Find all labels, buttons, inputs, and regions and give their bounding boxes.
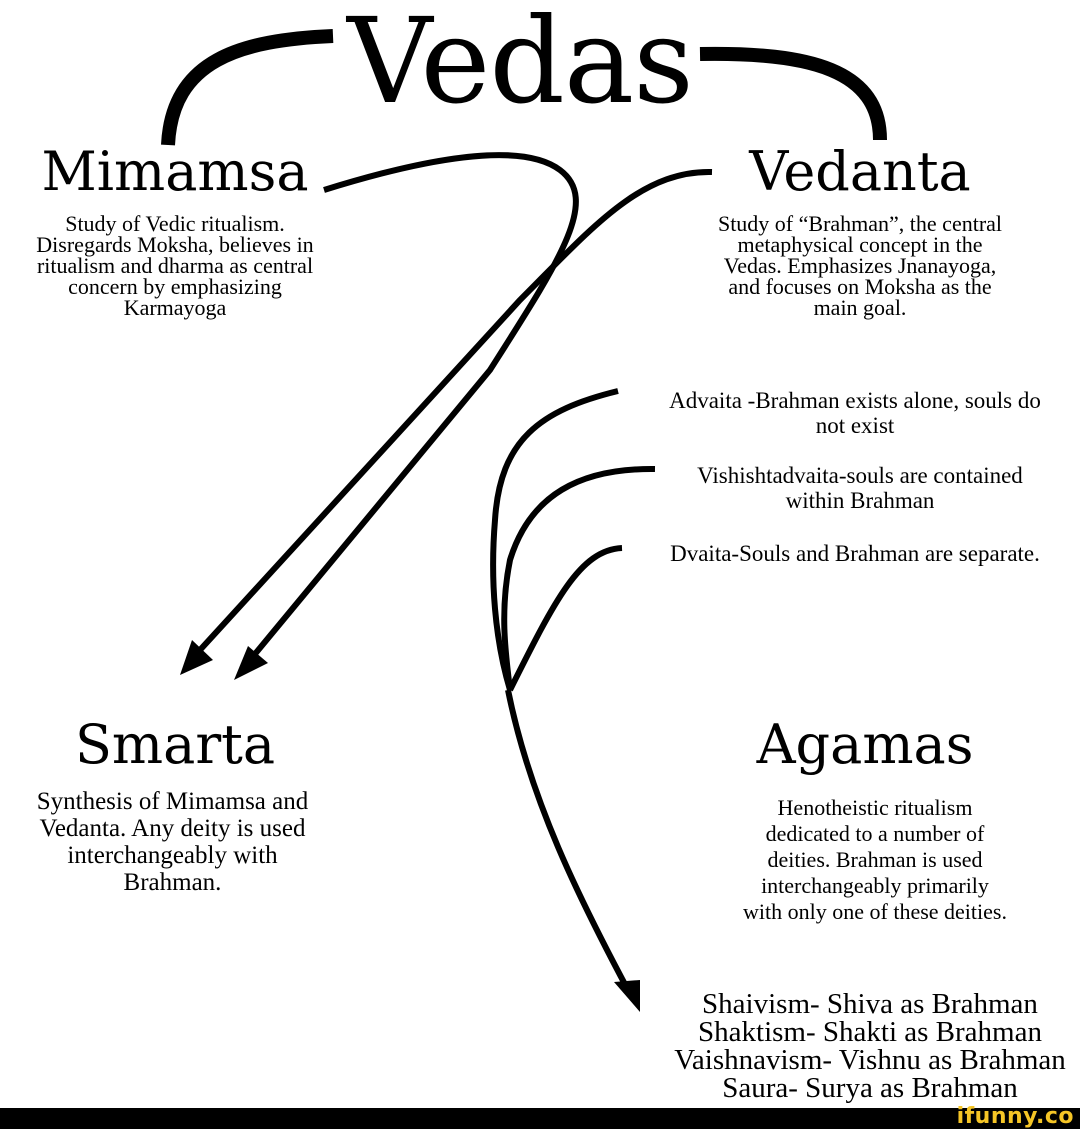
vishishtadvaita-branch-line: [501, 465, 656, 691]
branch-line: Dvaita-Souls and Brahman are separate.: [670, 541, 1040, 566]
desc-line: dedicated to a number of: [765, 821, 985, 846]
desc-line: Study of Vedic ritualism.: [65, 211, 285, 236]
agamas-description: Henotheistic ritualism dedicated to a nu…: [690, 795, 1060, 925]
arrow-icon: [234, 646, 268, 680]
desc-line: with only one of these deities.: [743, 899, 1007, 924]
arrow-icon: [180, 640, 213, 675]
watermark-text: ifunny.co: [956, 1104, 1074, 1129]
desc-line: interchangeably primarily: [761, 873, 989, 898]
vedanta-heading: Vedanta: [749, 140, 971, 203]
watermark-bar: ifunny.co: [0, 1105, 1080, 1129]
branch-line: not exist: [815, 413, 895, 438]
sect-item: Shaivism- Shiva as Brahman: [702, 988, 1038, 1020]
desc-line: Karmayoga: [123, 295, 227, 320]
desc-line: Vedas. Emphasizes Jnanayoga,: [723, 253, 997, 278]
branch-line: Advaita -Brahman exists alone, souls do: [669, 388, 1041, 413]
arrow-icon: [614, 980, 640, 1012]
desc-line: Vedanta. Any deity is used: [39, 815, 306, 842]
desc-line: Synthesis of Mimamsa and: [36, 788, 309, 815]
desc-line: interchangeably with: [67, 842, 278, 869]
desc-line: ritualism and dharma as central: [36, 253, 314, 278]
mimamsa-description: Study of Vedic ritualism. Disregards Mok…: [0, 211, 350, 320]
vedas-to-mimamsa-bracket: [161, 29, 334, 146]
vedanta-description: Study of “Brahman”, the central metaphys…: [660, 211, 1060, 320]
desc-line: and focuses on Moksha as the: [728, 274, 992, 299]
dvaita-branch-line: [507, 545, 623, 692]
mimamsa-heading: Mimamsa: [41, 140, 309, 203]
desc-line: Study of “Brahman”, the central: [717, 211, 1003, 236]
dvaita-branch: Dvaita-Souls and Brahman are separate.: [620, 541, 1080, 566]
desc-line: concern by emphasizing: [68, 274, 282, 299]
smarta-heading: Smarta: [74, 713, 276, 776]
vedanta-to-agamas-line: [505, 689, 631, 992]
desc-line: Brahman.: [123, 869, 222, 896]
agamas-sects-list: Shaivism- Shiva as Brahman Shaktism- Sha…: [660, 988, 1080, 1104]
advaita-branch: Advaita -Brahman exists alone, souls do …: [625, 388, 1080, 438]
sect-item: Shaktism- Shakti as Brahman: [698, 1016, 1042, 1048]
vedas-to-vedanta-bracket: [699, 46, 887, 141]
branch-line: Vishishtadvaita-souls are contained: [697, 463, 1023, 488]
sect-item: Saura- Surya as Brahman: [722, 1072, 1018, 1104]
smarta-description: Synthesis of Mimamsa and Vedanta. Any de…: [0, 788, 345, 896]
agamas-heading: Agamas: [756, 713, 974, 776]
sect-item: Vaishnavism- Vishnu as Brahman: [674, 1044, 1066, 1076]
vedas-title: Vedas: [347, 0, 694, 130]
vishishtadvaita-branch: Vishishtadvaita-souls are contained with…: [640, 463, 1080, 513]
desc-line: Henotheistic ritualism: [777, 795, 973, 820]
mimamsa-to-smarta-line: [247, 152, 579, 662]
desc-line: Disregards Moksha, believes in: [36, 232, 314, 257]
desc-line: metaphysical concept in the: [737, 232, 983, 257]
branch-line: within Brahman: [785, 488, 935, 513]
desc-line: deities. Brahman is used: [767, 847, 983, 872]
vedanta-to-smarta-line: [197, 168, 713, 653]
desc-line: main goal.: [813, 295, 907, 320]
advaita-branch-line: [490, 388, 619, 691]
ifunny-watermark[interactable]: ifunny.co: [957, 1105, 1074, 1129]
